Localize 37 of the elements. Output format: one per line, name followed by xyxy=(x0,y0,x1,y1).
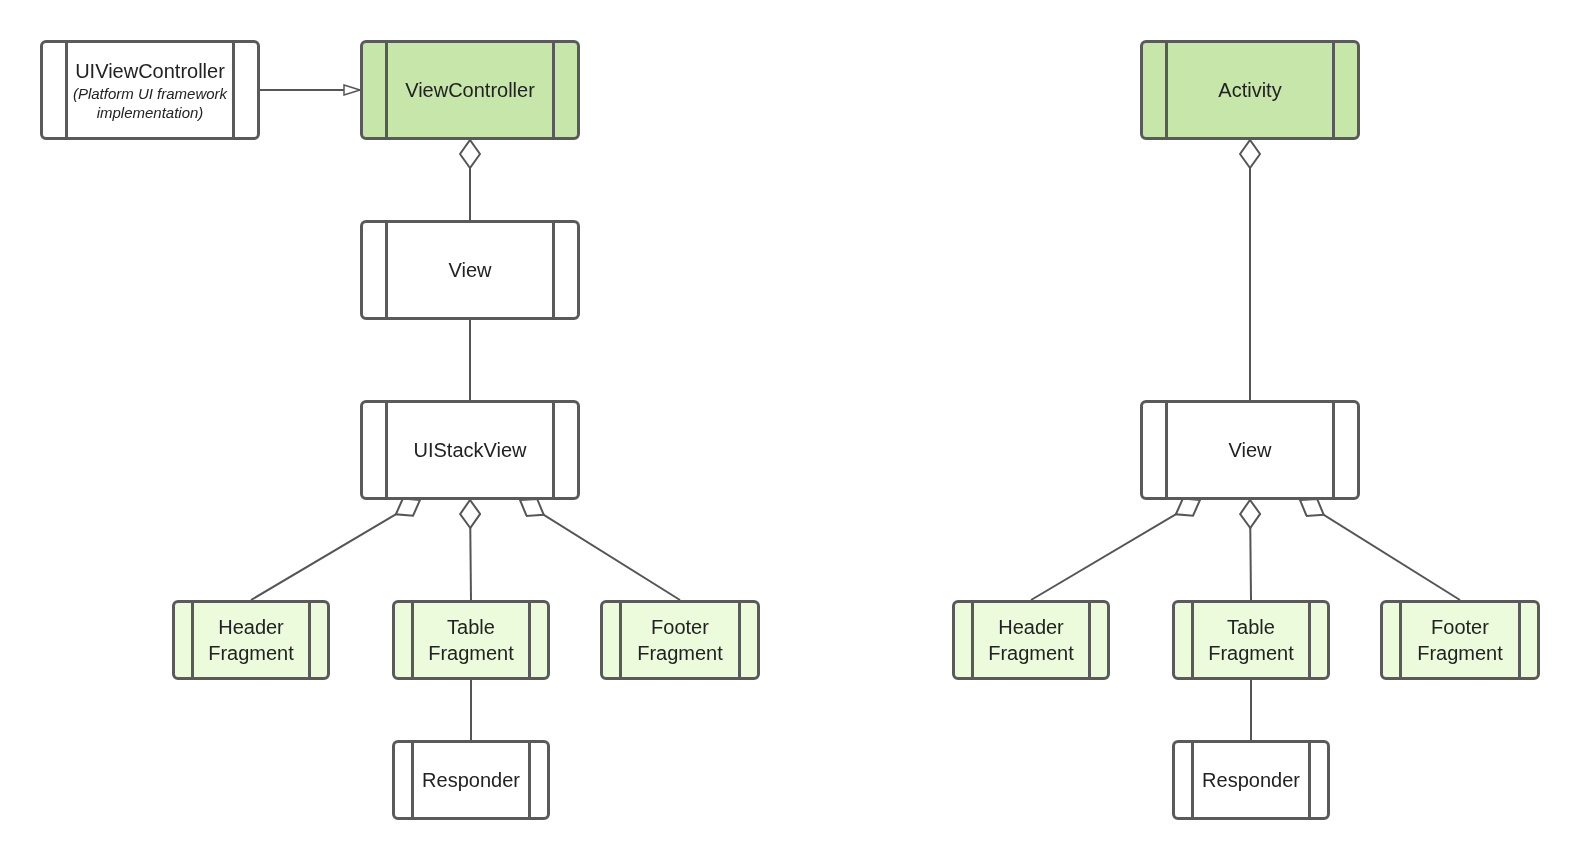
class-name: ViewController xyxy=(405,78,535,103)
connector-line xyxy=(470,679,472,741)
class-box xyxy=(392,600,550,680)
class-name: Footer Fragment xyxy=(1416,615,1504,666)
connector-line xyxy=(469,319,471,401)
connector-line xyxy=(1250,679,1252,741)
arrow xyxy=(259,84,361,96)
aggregation-line xyxy=(1239,139,1261,401)
class-note: (Platform UI framework implementation) xyxy=(71,84,229,122)
class-name: Activity xyxy=(1218,78,1282,103)
class-name: View xyxy=(1228,438,1272,463)
class-box xyxy=(1172,740,1330,820)
aggregation-line xyxy=(459,499,482,601)
class-box xyxy=(1172,600,1330,680)
class-box xyxy=(1380,600,1540,680)
class-name: Header Fragment xyxy=(987,615,1075,666)
class-name: Responder xyxy=(1202,768,1300,793)
class-box xyxy=(952,600,1110,680)
class-box xyxy=(360,400,580,500)
class-box xyxy=(360,220,580,320)
class-name: View xyxy=(448,258,492,283)
class-box xyxy=(1140,400,1360,500)
class-name: UIViewController xyxy=(75,59,225,84)
aggregation-line xyxy=(459,139,481,221)
class-box xyxy=(40,40,260,140)
class-box xyxy=(1140,40,1360,140)
class-name: Table Fragment xyxy=(427,615,515,666)
class-box xyxy=(392,740,550,820)
class-name: Header Fragment xyxy=(207,615,295,666)
class-name: Footer Fragment xyxy=(636,615,724,666)
class-box xyxy=(360,40,580,140)
aggregation-line xyxy=(1239,499,1262,601)
class-name: Table Fragment xyxy=(1207,615,1295,666)
class-name: Responder xyxy=(422,768,520,793)
class-box xyxy=(600,600,760,680)
class-name: UIStackView xyxy=(413,438,527,463)
class-box xyxy=(172,600,330,680)
